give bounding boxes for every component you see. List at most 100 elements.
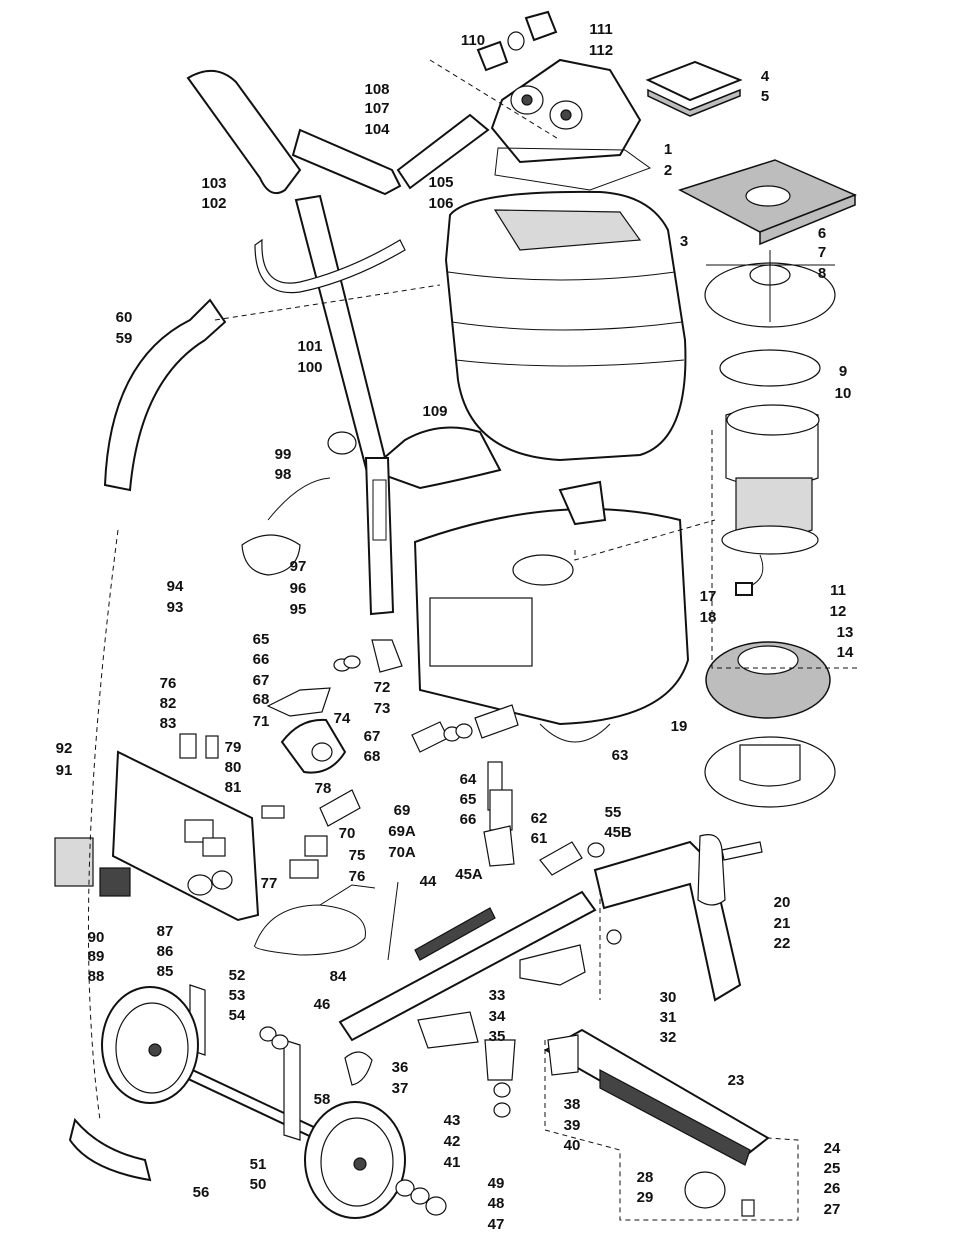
foam-filter-pad (678, 159, 857, 246)
part-callout: 97 (290, 558, 307, 575)
drain-plug (241, 431, 357, 576)
part-callout: 91 (56, 762, 73, 779)
part-callout: 59 (116, 330, 133, 347)
part-callout: 67 (253, 672, 270, 689)
part-callout: 32 (660, 1029, 677, 1046)
part-callout: 62 (531, 810, 548, 827)
part-callout: 109 (422, 403, 447, 420)
part-callout: 61 (531, 830, 548, 847)
part-callout: 50 (250, 1176, 267, 1193)
part-callout: 7 (818, 244, 826, 261)
recovery-tank-lid (490, 58, 652, 191)
part-callout: 63 (612, 747, 629, 764)
brackets-and-hardware (344, 929, 622, 1118)
part-callout: 24 (824, 1140, 841, 1157)
part-callout: 9 (839, 363, 847, 380)
part-callout: 69 (394, 802, 411, 819)
part-callout: 45B (604, 824, 632, 841)
part-callout: 70A (388, 844, 416, 861)
part-callout: 11 (830, 582, 846, 599)
part-callout: 36 (392, 1059, 409, 1076)
recovery-tank (444, 190, 687, 462)
part-callout: 56 (193, 1184, 210, 1201)
motor-mount-plate (704, 736, 836, 808)
part-callout: 110 (461, 32, 485, 49)
part-callout: 17 (700, 588, 717, 605)
part-callout: 69A (388, 823, 416, 840)
part-callout: 21 (774, 915, 791, 932)
part-callout: 99 (275, 446, 292, 463)
part-callout: 66 (460, 811, 477, 828)
wand-handle (186, 70, 490, 196)
part-callout: 112 (589, 42, 613, 59)
part-callout: 22 (774, 935, 791, 952)
part-callout: 28 (637, 1169, 654, 1186)
part-callout: 45A (455, 866, 483, 883)
inlet-fittings (476, 10, 558, 72)
vacuum-hose (68, 298, 227, 1182)
part-callout: 102 (201, 195, 226, 212)
part-callout: 23 (728, 1072, 745, 1089)
part-callout: 60 (116, 309, 133, 326)
band-clamp (254, 238, 406, 294)
part-callout: 39 (564, 1117, 581, 1134)
part-callout: 41 (444, 1154, 461, 1171)
part-callout: 19 (671, 718, 688, 735)
part-callout: 8 (818, 265, 826, 282)
part-callout: 95 (290, 601, 307, 618)
part-callout: 86 (157, 943, 174, 960)
part-callout: 66 (253, 651, 270, 668)
part-callout: 26 (824, 1180, 841, 1197)
part-callout: 107 (364, 100, 389, 117)
part-callout: 40 (564, 1137, 581, 1154)
part-callout: 31 (660, 1009, 677, 1026)
part-callout: 85 (157, 963, 174, 980)
part-callout: 105 (428, 174, 453, 191)
part-callout: 70 (339, 825, 356, 842)
part-callout: 2 (664, 162, 672, 179)
part-callout: 49 (488, 1175, 505, 1192)
part-callout: 13 (837, 624, 854, 641)
part-callout: 34 (489, 1008, 506, 1025)
part-callout: 1 (664, 141, 672, 158)
part-callout: 65 (253, 631, 270, 648)
part-callout: 3 (680, 233, 688, 250)
part-callout: 82 (160, 695, 177, 712)
part-callout: 12 (830, 603, 847, 620)
part-callout: 20 (774, 894, 791, 911)
brush-assembly (543, 1028, 770, 1217)
part-callout: 14 (837, 644, 854, 661)
part-callout: 4 (761, 68, 770, 85)
part-callout: 92 (56, 740, 73, 757)
filter-cage (704, 250, 836, 328)
part-callout: 81 (225, 779, 242, 796)
part-callout: 65 (460, 791, 477, 808)
part-callout: 76 (160, 675, 177, 692)
part-callout: 33 (489, 987, 506, 1004)
solution-line (338, 841, 605, 1042)
part-callout: 53 (229, 987, 246, 1004)
part-callout: 38 (564, 1096, 581, 1113)
part-callout: 79 (225, 739, 242, 756)
part-callout: 87 (157, 923, 174, 940)
drain-tube (364, 457, 395, 616)
filter-cartridge (645, 60, 743, 117)
part-callout: 103 (201, 175, 226, 192)
solution-tank-base (413, 480, 690, 743)
part-callout: 75 (349, 847, 366, 864)
part-callout: 55 (605, 804, 622, 821)
part-callout: 46 (314, 996, 331, 1013)
pump-and-fittings (179, 639, 519, 879)
part-callout: 44 (420, 873, 437, 890)
part-callout: 90 (88, 929, 105, 946)
part-callout: 5 (761, 88, 769, 105)
part-callout: 10 (835, 385, 852, 402)
push-handle (593, 834, 763, 1002)
power-cord (254, 884, 376, 956)
left-wheel (101, 986, 199, 1104)
part-callout: 52 (229, 967, 246, 984)
part-callout: 51 (250, 1156, 267, 1173)
part-callout: 104 (364, 121, 390, 138)
part-callout: 111 (589, 21, 612, 38)
part-callout: 74 (334, 710, 351, 727)
